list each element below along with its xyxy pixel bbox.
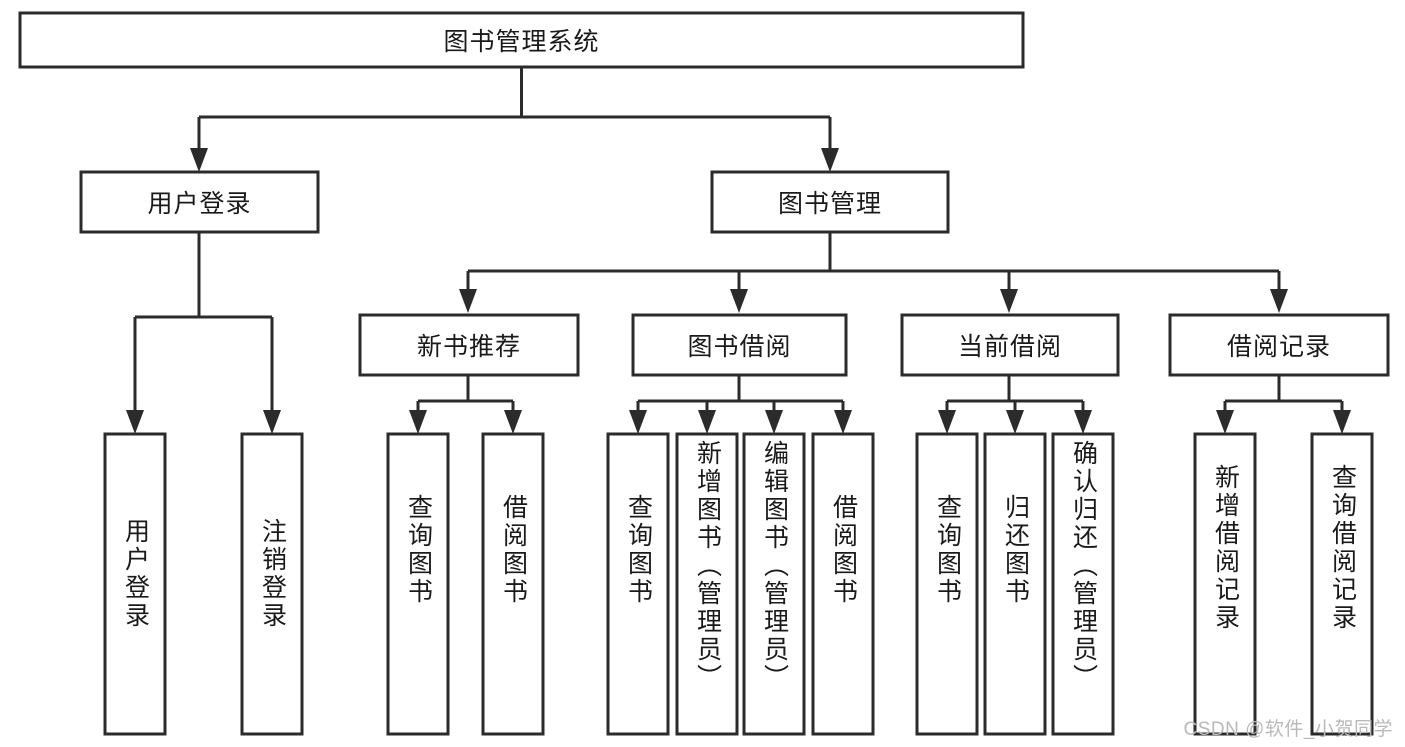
connectors-user-login-to-leaves bbox=[126, 232, 281, 434]
node-box-book-borrow[interactable] bbox=[631, 313, 848, 377]
node-box-leaf-query-book-bb[interactable] bbox=[606, 432, 670, 736]
arrow-head-nb-leaf2 bbox=[504, 410, 522, 434]
arrow-head-new-book bbox=[459, 289, 477, 313]
arrow-head-bb-leaf3 bbox=[765, 410, 783, 434]
node-box-leaf-add-borrow-record[interactable] bbox=[1193, 432, 1257, 736]
arrow-head-bb-leaf4 bbox=[834, 410, 852, 434]
node-box-book-management[interactable] bbox=[710, 170, 950, 234]
node-box-current-borrow[interactable] bbox=[900, 313, 1120, 377]
node-box-leaf-edit-book-admin[interactable] bbox=[742, 432, 806, 736]
arrow-head-cb-leaf3 bbox=[1074, 410, 1092, 434]
node-box-leaf-add-book-admin[interactable] bbox=[675, 432, 739, 736]
connectors-root-to-level2 bbox=[190, 67, 839, 172]
arrow-head-cb-leaf1 bbox=[938, 410, 956, 434]
arrow-head-leaf-logout bbox=[263, 410, 281, 434]
connectors-book-borrow-to-leaves bbox=[629, 375, 852, 434]
node-box-user-login[interactable] bbox=[79, 170, 320, 234]
node-box-leaf-return-book[interactable] bbox=[983, 432, 1047, 736]
node-box-leaf-query-book-cb[interactable] bbox=[915, 432, 979, 736]
arrow-head-bb-leaf1 bbox=[629, 410, 647, 434]
arrow-head-user-login bbox=[190, 148, 208, 172]
node-box-leaf-query-borrow-record[interactable] bbox=[1310, 432, 1374, 736]
node-box-leaf-user-login[interactable] bbox=[103, 432, 167, 736]
arrow-head-cb-leaf2 bbox=[1006, 410, 1024, 434]
node-box-leaf-query-book-nb[interactable] bbox=[386, 432, 450, 736]
node-box-leaf-logout[interactable] bbox=[240, 432, 304, 736]
connectors-book-mgmt-to-level3 bbox=[459, 232, 1288, 313]
node-box-root[interactable] bbox=[18, 11, 1025, 69]
node-box-new-book-recommend[interactable] bbox=[358, 313, 580, 377]
arrow-head-book-mgmt bbox=[821, 148, 839, 172]
node-box-leaf-confirm-return-admin[interactable] bbox=[1051, 432, 1115, 736]
node-box-leaf-borrow-book-bb[interactable] bbox=[811, 432, 875, 736]
arrow-head-leaf-user-login bbox=[126, 410, 144, 434]
arrow-head-br-leaf2 bbox=[1333, 410, 1351, 434]
node-box-borrow-records[interactable] bbox=[1168, 313, 1390, 377]
connectors-new-book-to-leaves bbox=[409, 375, 522, 434]
arrow-head-nb-leaf1 bbox=[409, 410, 427, 434]
arrow-head-bb-leaf2 bbox=[698, 410, 716, 434]
arrow-head-br-leaf1 bbox=[1216, 410, 1234, 434]
connectors-borrow-records-to-leaves bbox=[1216, 375, 1351, 434]
connectors-current-borrow-to-leaves bbox=[938, 375, 1092, 434]
arrow-head-borrow-records bbox=[1270, 289, 1288, 313]
arrow-head-current-borrow bbox=[1000, 289, 1018, 313]
node-box-leaf-borrow-book-nb[interactable] bbox=[481, 432, 545, 736]
arrow-head-book-borrow bbox=[730, 289, 748, 313]
